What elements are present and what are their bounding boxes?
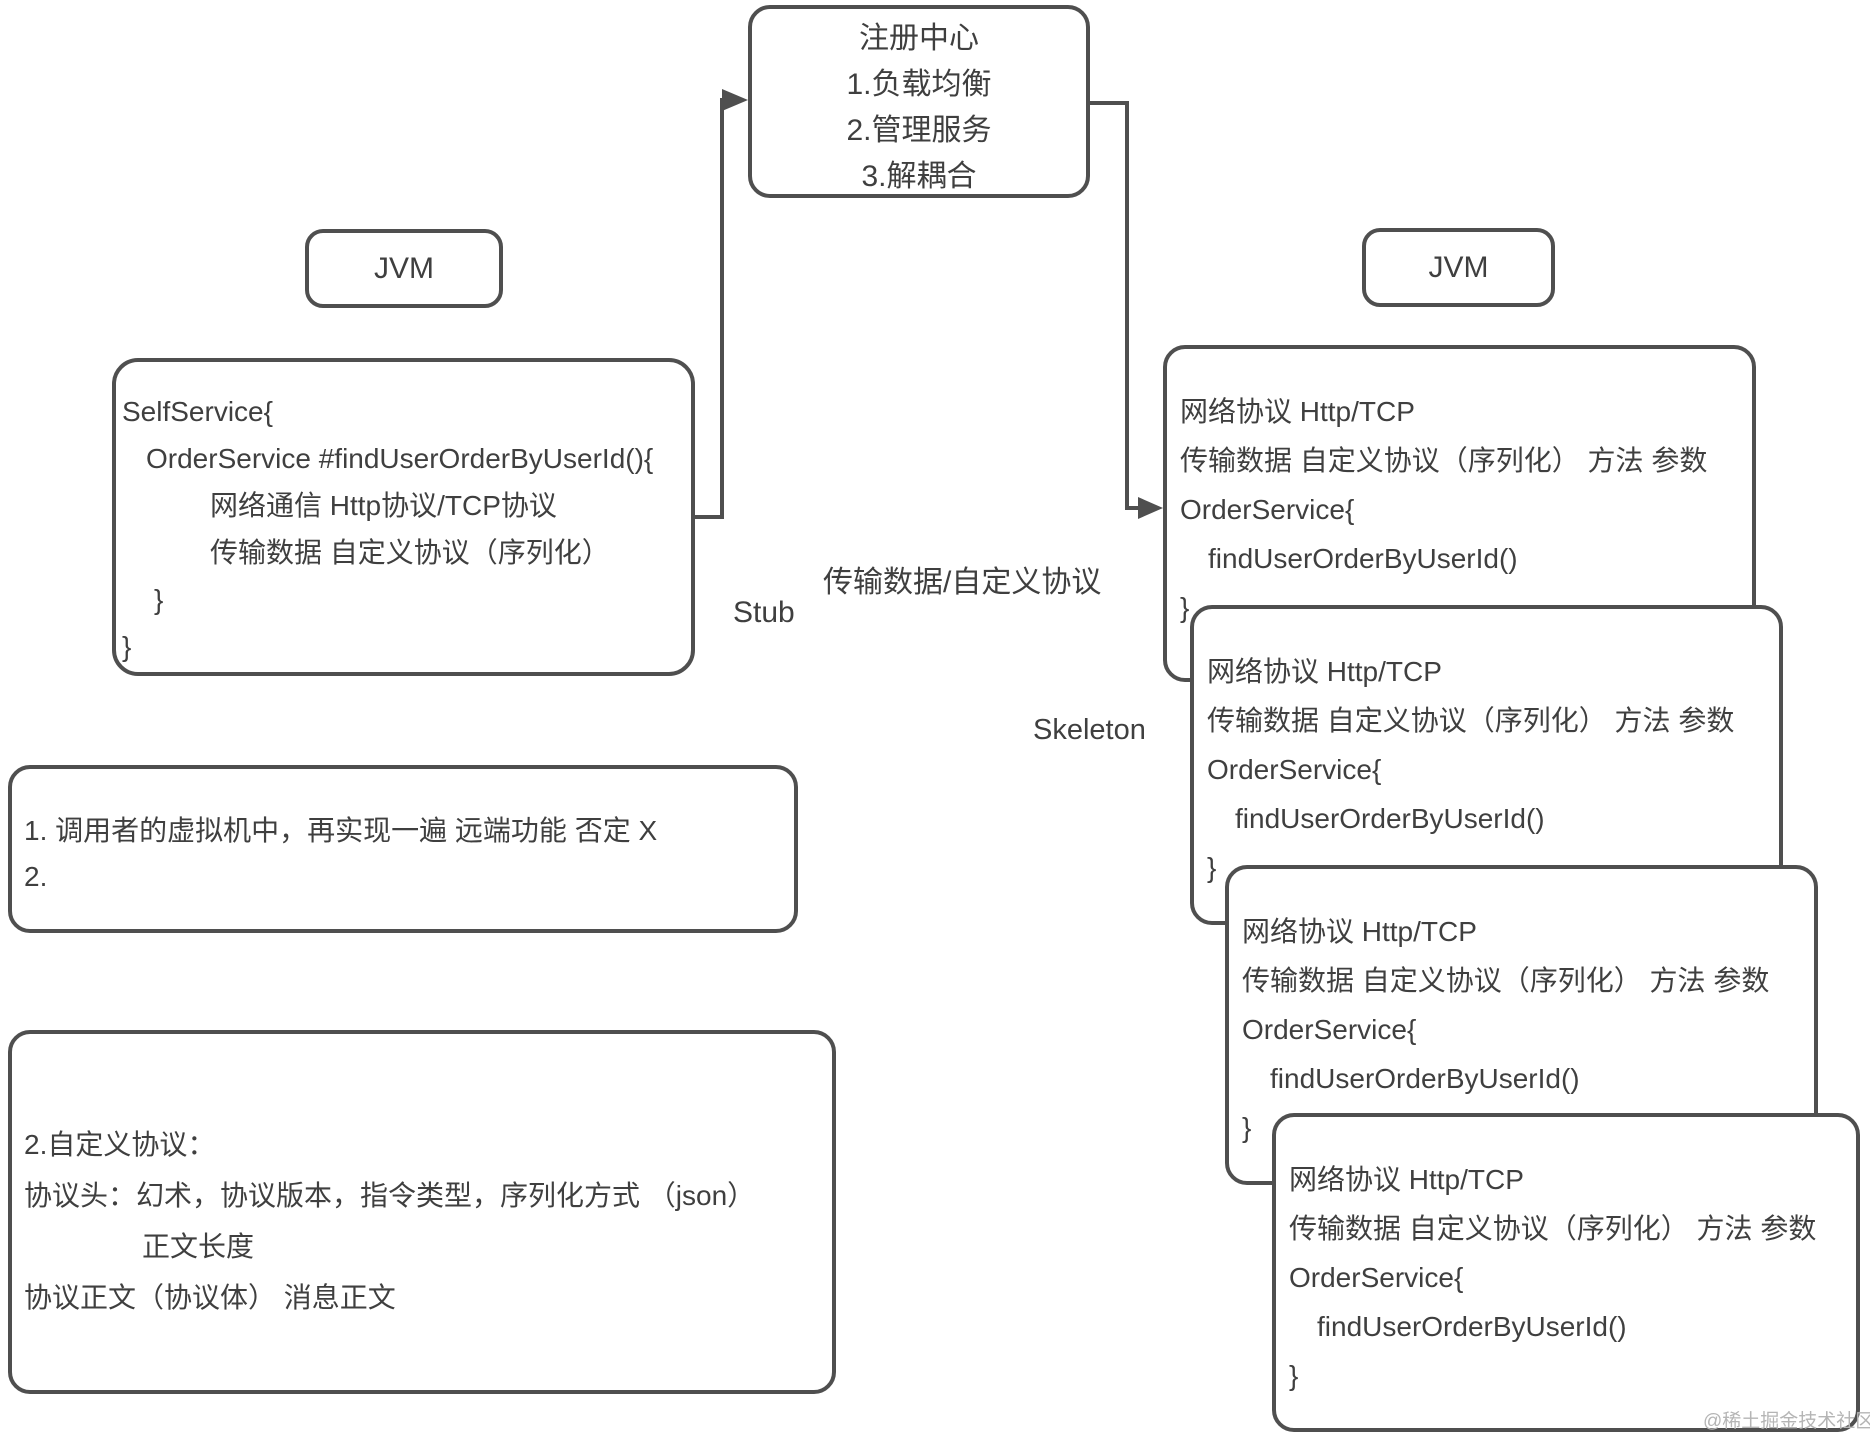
service-line: 传输数据 自定义协议（序列化） 方法 参数 xyxy=(1180,445,1708,476)
service-box-1: 网络协议 Http/TCP 传输数据 自定义协议（序列化） 方法 参数 Orde… xyxy=(1163,345,1756,682)
service-line: OrderService{ xyxy=(1242,1014,1417,1045)
jvm-label: JVM xyxy=(1428,250,1489,284)
service-line: } xyxy=(1180,592,1190,623)
note-box-1: 1. 调用者的虚拟机中，再实现一遍 远端功能 否定 X 2. xyxy=(8,765,798,933)
code-line: } xyxy=(122,631,132,662)
note-line: 正文长度 xyxy=(142,1231,255,1262)
code-line: } xyxy=(154,584,164,615)
service-line: 网络协议 Http/TCP xyxy=(1207,656,1442,687)
note-line: 协议头：幻术，协议版本，指令类型，序列化方式 （json） xyxy=(24,1180,756,1211)
registry-title: 注册中心 xyxy=(859,22,979,55)
registry-item: 2.管理服务 xyxy=(846,114,992,147)
service-line: OrderService{ xyxy=(1207,754,1382,785)
note-line: 2. xyxy=(24,861,48,892)
service-line: findUserOrderByUserId() xyxy=(1235,803,1545,834)
note-line: 协议正文（协议体） 消息正文 xyxy=(24,1282,396,1313)
service-line: 网络协议 Http/TCP xyxy=(1180,396,1415,427)
label-skeleton: Skeleton xyxy=(1033,714,1146,746)
service-line: 网络协议 Http/TCP xyxy=(1289,1164,1524,1195)
label-transfer-protocol: 传输数据/自定义协议 xyxy=(823,566,1102,599)
service-line: 网络协议 Http/TCP xyxy=(1242,916,1477,947)
watermark: @稀土掘金技术社区 xyxy=(1703,1411,1870,1432)
registry-item: 1.负载均衡 xyxy=(846,68,992,101)
label-stub: Stub xyxy=(733,596,795,629)
code-line: 网络通信 Http协议/TCP协议 xyxy=(210,490,557,521)
registry-center-box: 注册中心 1.负载均衡 2.管理服务 3.解耦合 xyxy=(748,5,1090,198)
service-line: } xyxy=(1289,1360,1299,1391)
service-line: OrderService{ xyxy=(1180,494,1355,525)
service-line: OrderService{ xyxy=(1289,1262,1464,1293)
arrowhead-right-icon xyxy=(1138,497,1163,519)
service-line: 传输数据 自定义协议（序列化） 方法 参数 xyxy=(1242,965,1770,996)
service-box-4: 网络协议 Http/TCP 传输数据 自定义协议（序列化） 方法 参数 Orde… xyxy=(1272,1113,1860,1432)
note-box-2: 2.自定义协议： 协议头：幻术，协议版本，指令类型，序列化方式 （json） 正… xyxy=(8,1030,836,1394)
code-line: 传输数据 自定义协议（序列化） xyxy=(210,537,610,568)
code-line: SelfService{ xyxy=(122,396,273,427)
service-line: } xyxy=(1242,1112,1252,1143)
connector-stub-to-registry xyxy=(695,98,730,519)
jvm-box-right: JVM xyxy=(1362,228,1555,307)
arrowhead-right-icon xyxy=(722,89,748,111)
connector-registry-to-skeleton xyxy=(1088,101,1142,510)
service-line: findUserOrderByUserId() xyxy=(1208,543,1518,574)
service-line: 传输数据 自定义协议（序列化） 方法 参数 xyxy=(1207,705,1735,736)
service-line: 传输数据 自定义协议（序列化） 方法 参数 xyxy=(1289,1213,1817,1244)
jvm-label: JVM xyxy=(374,251,434,285)
code-line: OrderService #findUserOrderByUserId(){ xyxy=(146,443,654,474)
service-line: findUserOrderByUserId() xyxy=(1317,1311,1627,1342)
service-line: } xyxy=(1207,852,1217,883)
note-line: 2.自定义协议： xyxy=(24,1129,216,1160)
note-line: 1. 调用者的虚拟机中，再实现一遍 远端功能 否定 X xyxy=(24,815,658,846)
jvm-box-left: JVM xyxy=(305,229,503,308)
service-line: findUserOrderByUserId() xyxy=(1270,1063,1580,1094)
registry-item: 3.解耦合 xyxy=(861,160,977,193)
self-service-code-box: SelfService{ OrderService #findUserOrder… xyxy=(112,358,695,676)
